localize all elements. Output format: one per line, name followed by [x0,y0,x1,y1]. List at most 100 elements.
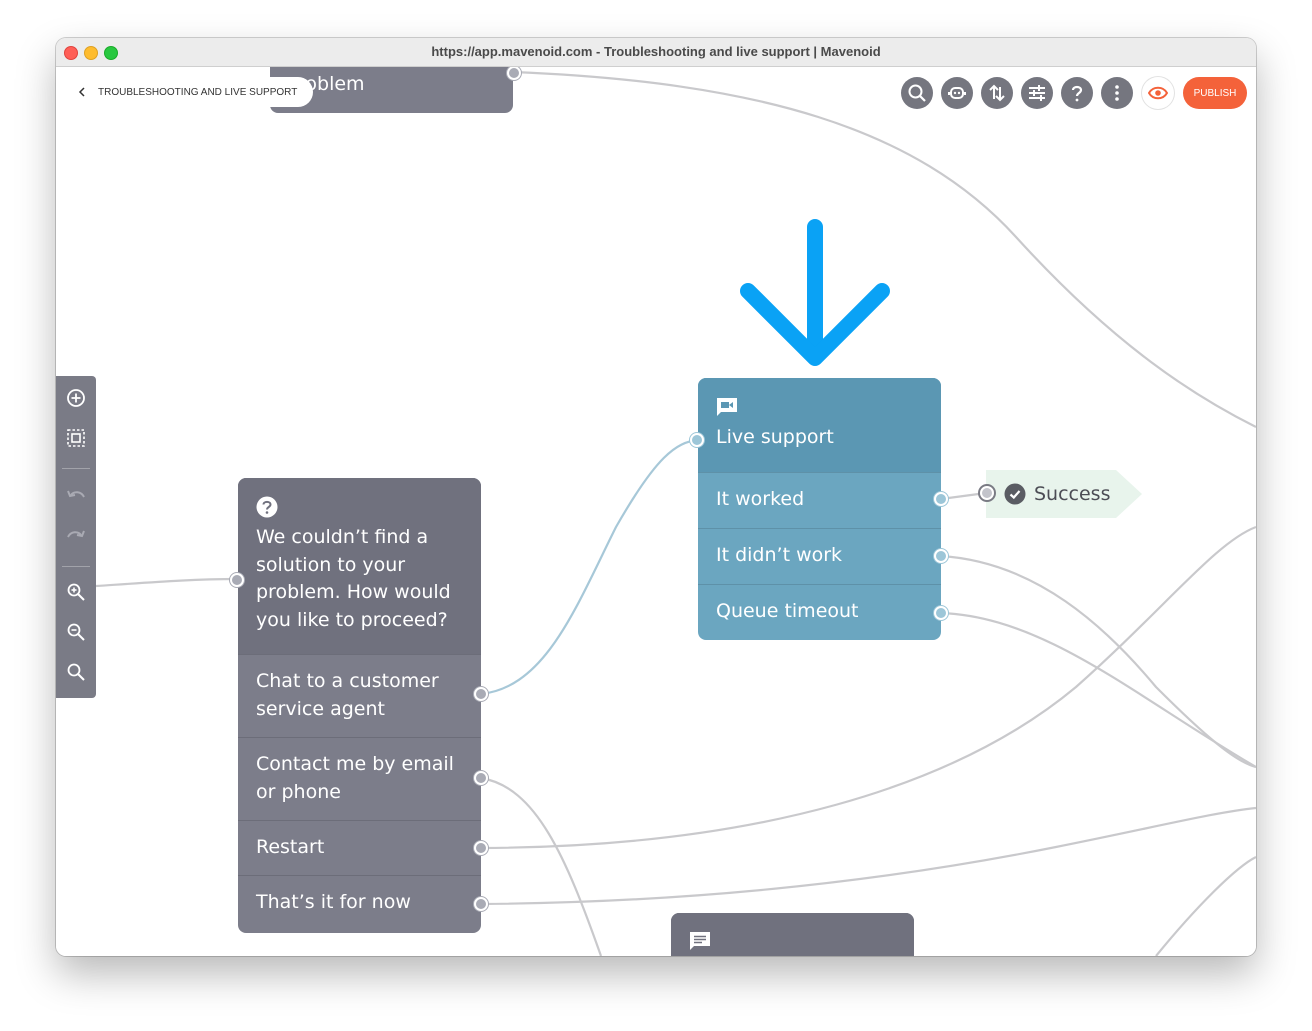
thats-it-output-port[interactable] [474,897,488,911]
preview-button[interactable] [1142,77,1174,109]
sliders-icon [1029,85,1045,101]
left-tool-palette [56,376,96,698]
question-title-line: solution to your [256,553,406,576]
redo-button[interactable] [64,524,88,548]
question-title-line: We couldn’t find a [256,526,429,548]
option-label: Chat to a customer [256,670,439,692]
help-icon [1071,85,1083,102]
zoom-reset-icon [67,663,85,681]
live-support-node[interactable]: Live support It worked It didn’t work Qu… [698,378,941,640]
option-restart[interactable]: Restart [238,820,481,875]
undo-button[interactable] [64,484,88,508]
question-title-line: problem. How would [256,581,451,603]
success-input-port[interactable] [980,486,994,500]
flow-canvas[interactable]: roblem TROUBLESHOOTING AND LIVE SUPPORT [56,67,1256,956]
wire-bottom-right [1155,856,1256,956]
zoom-window-button[interactable] [104,46,118,60]
wire-queue-timeout [940,611,1256,768]
option-label: That’s it for now [256,891,411,913]
browser-window: https://app.mavenoid.com - Troubleshooti… [56,38,1256,956]
option-thats-it[interactable]: That’s it for now [238,875,481,932]
more-icon [1115,85,1119,101]
tool-divider [62,566,90,567]
add-node-button[interactable] [64,386,88,410]
search-button[interactable] [901,77,933,109]
redo-icon [67,530,85,538]
connection-wires [95,70,1256,956]
email-output-port[interactable] [474,771,488,785]
success-end-node[interactable]: Success [986,470,1142,518]
question-title-line: you like to proceed? [256,608,448,631]
question-icon [256,496,278,518]
question-input-port[interactable] [230,573,244,587]
flow-name-label: TROUBLESHOOTING AND LIVE SUPPORT [98,86,298,98]
option-label: service agent [256,698,385,720]
chat-output-port[interactable] [474,687,488,701]
it-worked-output-port[interactable] [934,492,948,506]
search-icon [908,84,926,102]
add-circle-icon [67,389,85,407]
minimize-window-button[interactable] [84,46,98,60]
select-frame-icon [67,429,85,447]
question-title: We couldn’t find a solution to your prob… [256,524,451,634]
wire-restart [480,525,1256,850]
undo-icon [67,490,85,498]
zoom-in-button[interactable] [64,580,88,604]
restart-output-port[interactable] [474,841,488,855]
title-bar: https://app.mavenoid.com - Troubleshooti… [56,38,1256,67]
option-it-didnt-work[interactable]: It didn’t work [698,528,941,584]
help-button[interactable] [1061,77,1093,109]
more-button[interactable] [1101,77,1133,109]
wire-thats-it [480,806,1256,906]
wire-success [940,491,987,501]
select-frame-button[interactable] [64,426,88,450]
publish-button[interactable]: PUBLISH [1183,77,1247,109]
sort-button[interactable] [981,77,1013,109]
option-label: It didn’t work [716,544,843,566]
question-node[interactable]: We couldn’t find a solution to your prob… [238,478,481,933]
zoom-reset-button[interactable] [64,660,88,684]
wire-top-node [513,70,1256,428]
top-node-output-port[interactable] [507,67,521,80]
chevron-left-icon [78,87,85,97]
settings-button[interactable] [1021,77,1053,109]
option-label: Queue timeout [716,600,859,622]
sort-icon [989,84,1005,102]
queue-timeout-output-port[interactable] [934,606,948,620]
bottom-node-header [671,913,914,956]
zoom-out-button[interactable] [64,620,88,644]
option-label: or phone [256,781,341,803]
option-it-worked[interactable]: It worked [698,472,941,528]
back-button[interactable]: TROUBLESHOOTING AND LIVE SUPPORT [68,77,314,107]
question-node-header: We couldn’t find a solution to your prob… [238,478,481,654]
check-circle-icon [1004,483,1026,505]
node-title: roblem [298,73,365,95]
option-label: Restart [256,836,325,858]
success-label: Success [1034,483,1111,505]
wire-chat-live [480,438,699,696]
video-chat-icon [717,398,737,416]
window-title: https://app.mavenoid.com - Troubleshooti… [431,44,881,59]
bot-icon [948,87,966,99]
eye-icon [1148,86,1168,100]
option-chat-agent[interactable]: Chat to a customer service agent [238,654,481,737]
option-queue-timeout[interactable]: Queue timeout [698,584,941,640]
option-contact-email-phone[interactable]: Contact me by email or phone [238,737,481,820]
option-label: It worked [716,488,805,510]
zoom-out-icon [67,623,85,641]
down-arrow-icon [740,219,890,366]
message-icon [690,932,710,950]
wire-left-in [95,577,237,588]
live-support-input-port[interactable] [690,433,704,447]
option-label: Contact me by email [256,753,454,775]
bot-button[interactable] [941,77,973,109]
zoom-in-icon [67,583,85,601]
tool-divider [62,468,90,469]
it-didnt-work-output-port[interactable] [934,549,948,563]
wire-didnt-work [940,554,1256,769]
wire-email [480,776,603,956]
close-window-button[interactable] [64,46,78,60]
live-support-title: Live support [716,426,834,448]
bottom-message-node[interactable] [671,913,914,956]
live-support-header: Live support [698,378,941,472]
